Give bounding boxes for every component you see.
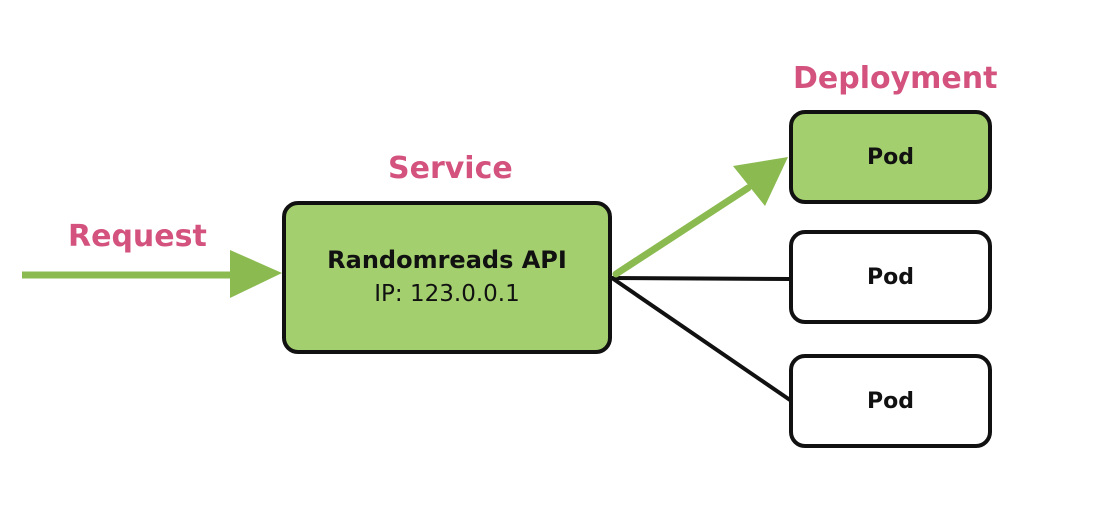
service-name: Randomreads API — [327, 245, 567, 274]
deployment-label: Deployment — [793, 61, 998, 96]
request-arrowhead — [230, 250, 282, 298]
pod-node: Pod — [789, 354, 992, 448]
pod-label: Pod — [867, 264, 914, 290]
service-node: Randomreads API IP: 123.0.0.1 — [282, 201, 612, 354]
pod-node-active: Pod — [789, 110, 992, 204]
pod-label: Pod — [867, 388, 914, 414]
service-label: Service — [388, 151, 513, 186]
pod-node: Pod — [789, 230, 992, 324]
routed-arrowhead — [733, 157, 788, 206]
routed-arrow-line — [612, 184, 752, 278]
pod-label: Pod — [867, 144, 914, 170]
connector-to-pod-3 — [610, 276, 792, 402]
connector-to-pod-2 — [611, 276, 791, 281]
request-label: Request — [68, 219, 207, 254]
service-ip: IP: 123.0.0.1 — [374, 281, 520, 308]
